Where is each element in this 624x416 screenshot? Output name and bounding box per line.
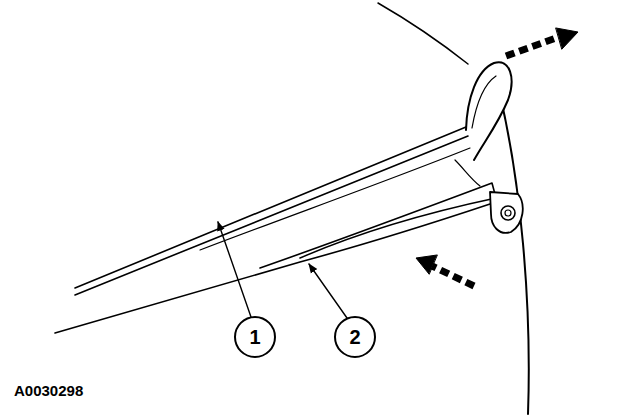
lower-edge: [55, 204, 490, 333]
callout-circle: [235, 317, 275, 357]
leader-line: [218, 222, 251, 317]
motion-arrow: [506, 38, 556, 56]
callout-number: 2: [349, 327, 360, 347]
callout-number: 1: [249, 327, 260, 347]
bracket-hole-inner: [505, 210, 511, 216]
seal-end-lip: [466, 62, 512, 160]
mounting-bracket: [490, 192, 523, 233]
bracket-hole: [501, 206, 515, 220]
flap-fold: [455, 160, 480, 186]
arrowhead: [556, 28, 578, 49]
leader-line: [309, 264, 347, 318]
body-edge: [378, 3, 468, 64]
motion-arrow: [432, 266, 474, 286]
arrowhead: [416, 255, 437, 274]
callout-circle: [335, 317, 375, 357]
door-edge: [500, 95, 529, 414]
figure-code: A0030298: [14, 383, 83, 398]
seal-flap: [260, 183, 496, 268]
lip-inner: [472, 76, 496, 128]
strip-channel: [200, 148, 470, 250]
